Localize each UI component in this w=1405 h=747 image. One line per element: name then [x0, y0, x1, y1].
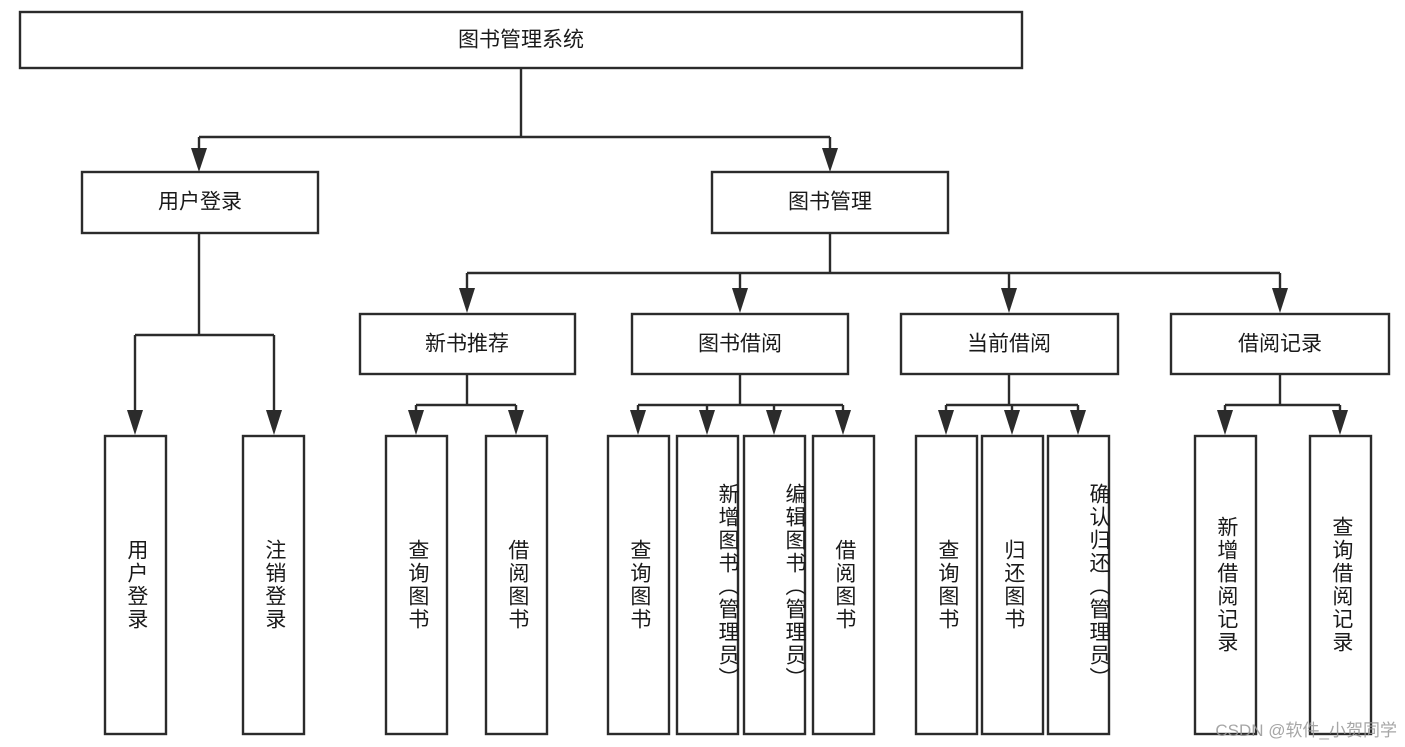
arrowhead-l3-1 [459, 288, 475, 313]
arrowhead-bookmgmt [822, 148, 838, 172]
watermark-label: CSDN @软件_小贺同学 [1215, 721, 1397, 740]
leaf-recommend-query-book[interactable] [384, 434, 449, 736]
leaf-borrow-edit-book[interactable] [742, 434, 807, 736]
node-book-borrow-label: 图书借阅 [698, 333, 782, 356]
leaf-current-confirm-return[interactable] [1046, 434, 1111, 736]
leaf-borrow-query-book[interactable] [606, 434, 671, 736]
arrowhead-rec-2 [508, 410, 524, 435]
leaf-borrow-borrow-book[interactable] [811, 434, 876, 736]
arrowhead-leaf-login-2 [266, 410, 282, 435]
arrowhead-cur-3 [1070, 410, 1086, 435]
node-book-management-label: 图书管理 [788, 191, 872, 214]
leaf-current-return-book[interactable] [980, 434, 1045, 736]
node-book-borrow[interactable] [630, 312, 850, 376]
arrowhead-bor-1 [630, 410, 646, 435]
node-root[interactable] [18, 10, 1024, 70]
leaf-current-query-book[interactable] [914, 434, 979, 736]
arrowhead-bor-4 [835, 410, 851, 435]
node-new-book-recommend-label: 新书推荐 [425, 333, 509, 356]
arrowhead-cur-2 [1004, 410, 1020, 435]
arrowhead-rcd-2 [1332, 410, 1348, 435]
node-current-borrow-label: 当前借阅 [967, 333, 1051, 356]
arrowhead-rec-1 [408, 410, 424, 435]
arrowhead-l3-2 [732, 288, 748, 313]
label-layer: 图书管理系统 用户登录 图书管理 新书推荐 图书借阅 当前借阅 借阅记录 [158, 29, 1322, 356]
node-user-login[interactable] [80, 170, 320, 235]
node-new-book-recommend[interactable] [358, 312, 577, 376]
node-root-label: 图书管理系统 [458, 29, 584, 52]
leaf-record-add[interactable] [1193, 434, 1258, 736]
arrowhead-l3-3 [1001, 288, 1017, 313]
node-layer [18, 10, 1391, 736]
leaf-logout[interactable] [241, 434, 306, 736]
connector-layer [127, 68, 1348, 435]
node-borrow-record-label: 借阅记录 [1238, 333, 1322, 356]
node-book-management[interactable] [710, 170, 950, 235]
arrowhead-cur-1 [938, 410, 954, 435]
arrowhead-rcd-1 [1217, 410, 1233, 435]
arrowhead-login [191, 148, 207, 172]
arrowhead-bor-2 [699, 410, 715, 435]
arrowhead-l3-4 [1272, 288, 1288, 313]
leaf-recommend-borrow-book[interactable] [484, 434, 549, 736]
leaf-borrow-add-book[interactable] [675, 434, 740, 736]
leaf-record-query[interactable] [1308, 434, 1373, 736]
node-current-borrow[interactable] [899, 312, 1120, 376]
arrowhead-bor-3 [766, 410, 782, 435]
node-user-login-label: 用户登录 [158, 191, 242, 214]
leaf-user-login[interactable] [103, 434, 168, 736]
node-borrow-record[interactable] [1169, 312, 1391, 376]
arrowhead-leaf-login-1 [127, 410, 143, 435]
